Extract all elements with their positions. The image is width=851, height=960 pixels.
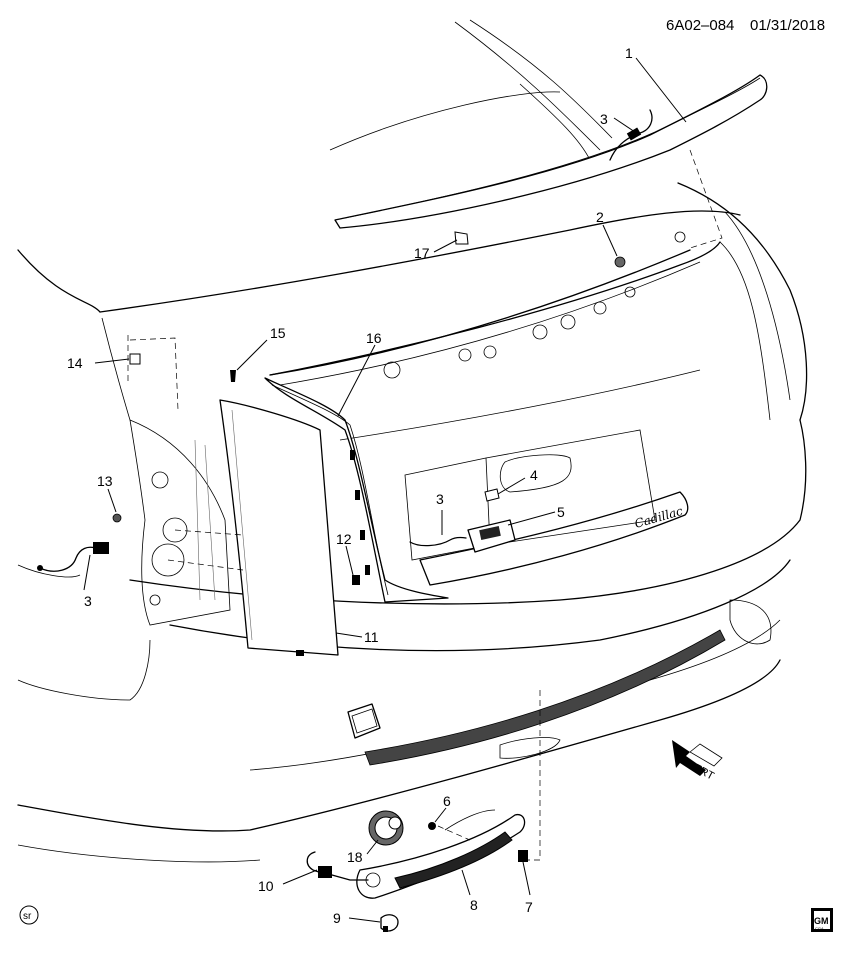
right-quarter-edge: [719, 241, 771, 421]
alignment-lines: [127, 149, 723, 861]
leader-lines: [83, 57, 687, 923]
callout-3-mid: 3: [436, 491, 444, 507]
callout-numbers: 1 3 2 17 14 15 16 13 3 12 11 3 4 5 6 7 8…: [67, 45, 633, 926]
callout-6: 6: [443, 793, 451, 809]
exhaust-tip: [499, 737, 561, 759]
callout-8: 8: [470, 897, 478, 913]
part-14-clip: [129, 353, 141, 365]
callout-9: 9: [333, 910, 341, 926]
part-3-harness-left: [37, 542, 109, 572]
part-16-bezel: [264, 377, 449, 603]
part-18-socket: [368, 810, 404, 846]
part-10-harness: [306, 851, 369, 881]
callout-2: 2: [596, 209, 604, 225]
deck-lid-crease: [339, 369, 701, 441]
gm-label: GM: [814, 916, 829, 926]
cadillac-emblem: Cadillac: [633, 504, 685, 531]
part-3-harness-lic: [409, 536, 467, 547]
part-12-clip: [352, 575, 360, 585]
drawing-date: 01/31/2018: [750, 17, 825, 34]
part-9-bulb: [380, 914, 399, 932]
part-4-bulb: [484, 488, 500, 502]
diffuser-grille: [364, 629, 726, 766]
sr-badge: sr: [19, 905, 39, 925]
right-exhaust-opening: [729, 599, 772, 645]
pocket-hole-3: [151, 471, 169, 489]
right-quarter-inner: [724, 211, 791, 401]
callout-11: 11: [364, 629, 379, 645]
callout-5: 5: [557, 504, 565, 520]
sr-label: sr: [23, 911, 32, 922]
callout-14: 14: [67, 355, 83, 371]
callout-4: 4: [530, 467, 538, 483]
pocket-hole-1: [162, 517, 188, 543]
right-quarter-outer: [677, 182, 808, 421]
deck-lid-top-edge: [99, 210, 741, 313]
callout-16: 16: [366, 330, 382, 346]
part-1-spoiler: [334, 74, 768, 229]
rear-glass-lower: [329, 91, 561, 151]
part-13-nut: [112, 513, 122, 523]
pocket-flange-2: [204, 444, 216, 601]
callout-3-left: 3: [84, 593, 92, 609]
tow-hook-cover-inner: [351, 708, 378, 734]
trunk-trim-bar: [419, 491, 689, 586]
part-11-taillamp: [219, 399, 339, 656]
pocket-hole-2: [151, 543, 185, 577]
vehicle-body: Cadillac: [17, 19, 808, 863]
part-5-license-lamp: [467, 519, 516, 553]
callout-13: 13: [97, 473, 113, 489]
part-6-fastener: [428, 822, 436, 830]
callout-15: 15: [270, 325, 286, 341]
part-15-screw: [230, 370, 236, 382]
callout-3-top: 3: [600, 111, 608, 127]
front-direction-arrow: FRT: [672, 740, 723, 783]
pocket-flange: [194, 439, 201, 601]
rear-window-edge: [454, 21, 601, 151]
part-2-nut: [614, 256, 626, 268]
callout-1: 1: [625, 45, 633, 61]
license-lamp-opening: [499, 454, 572, 493]
part-17-clip: [454, 231, 469, 245]
callout-18: 18: [347, 849, 363, 865]
deck-lid-lower-edge: [269, 241, 721, 376]
fascia-bottom: [17, 844, 261, 863]
deck-lid-lamp-mounts: [269, 231, 701, 386]
left-quarter-edge: [101, 317, 131, 421]
callout-17: 17: [414, 245, 430, 261]
fascia-lower: [17, 659, 781, 832]
gm-logo: GM CGA: [811, 908, 833, 932]
callout-7: 7: [525, 899, 533, 915]
part-3-harness-top: [609, 109, 653, 161]
roof-crease: [519, 83, 591, 161]
drawing-header: 6A02–084 01/31/2018: [666, 17, 825, 34]
rear-window-edge-inner: [469, 19, 613, 139]
license-recess-right: [485, 429, 656, 546]
taillamp-pocket: [129, 419, 231, 626]
callout-12: 12: [336, 531, 352, 547]
gm-sub-label: CGA: [815, 926, 824, 931]
left-cutline: [17, 564, 81, 578]
drawing-id: 6A02–084: [666, 17, 734, 34]
part-7-clip: [518, 850, 528, 862]
pocket-hole-4: [149, 594, 161, 606]
left-quarter-lower: [17, 639, 151, 701]
left-quarter-top: [17, 249, 101, 313]
callout-10: 10: [258, 878, 274, 894]
